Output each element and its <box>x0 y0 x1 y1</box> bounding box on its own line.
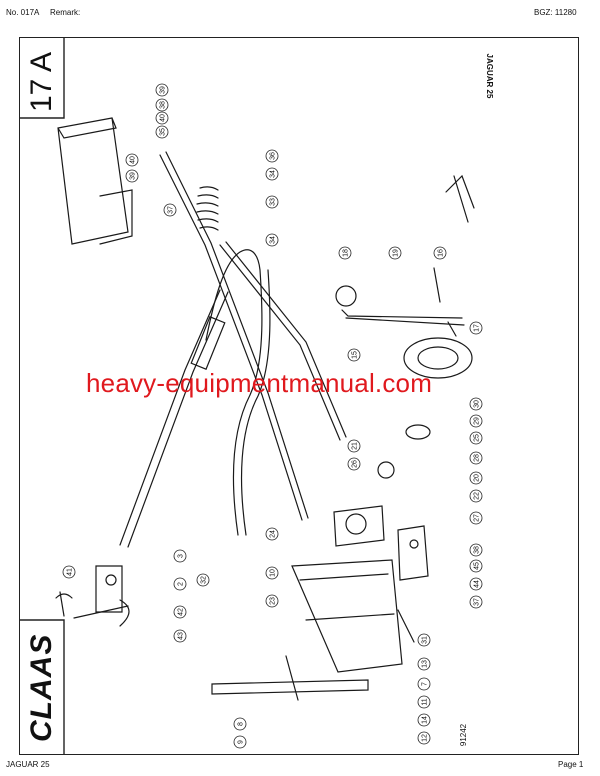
callout-12: 12 <box>422 734 429 742</box>
brand-logo: CLAAS <box>25 633 58 742</box>
callout-24: 24 <box>270 530 277 538</box>
callout-29: 29 <box>474 417 481 425</box>
callout-34a: 34 <box>270 170 277 178</box>
callout-21: 21 <box>352 442 359 450</box>
callout-38b: 38 <box>474 546 481 554</box>
watermark: heavy-equipmentmanual.com <box>86 368 433 398</box>
callout-22: 22 <box>474 492 481 500</box>
callout-43: 43 <box>178 632 185 640</box>
callout-16: 16 <box>438 249 445 257</box>
callout-10: 10 <box>270 569 277 577</box>
model-label: JAGUAR 25 <box>485 53 494 99</box>
callout-19: 19 <box>393 249 400 257</box>
callout-9: 9 <box>238 740 245 744</box>
section-label: 17 A <box>25 51 58 113</box>
callout-38a: 38 <box>160 101 167 109</box>
callout-13: 13 <box>422 660 429 668</box>
callout-40a: 40 <box>160 114 167 122</box>
callout-7: 7 <box>422 682 429 686</box>
callout-20: 20 <box>474 474 481 482</box>
callout-35: 35 <box>160 128 167 136</box>
remark-label: Remark: <box>50 8 81 17</box>
callout-45: 45 <box>474 562 481 570</box>
callout-3: 3 <box>178 554 185 558</box>
callout-32: 32 <box>201 576 208 584</box>
callout-37a: 37 <box>168 206 175 214</box>
drawing-frame <box>19 37 579 755</box>
callout-36: 36 <box>270 152 277 160</box>
callout-41: 41 <box>67 568 74 576</box>
callout-23: 23 <box>270 597 277 605</box>
callout-8: 8 <box>238 722 245 726</box>
callout-18: 18 <box>343 249 350 257</box>
bgz-number: BGZ: 11280 <box>534 8 577 17</box>
callout-30: 30 <box>474 400 481 408</box>
callout-17: 17 <box>474 324 481 332</box>
callout-15: 15 <box>352 351 359 359</box>
callout-39a: 39 <box>160 86 167 94</box>
callout-40b: 40 <box>130 156 137 164</box>
callout-2: 2 <box>178 582 185 586</box>
callout-28: 28 <box>474 454 481 462</box>
callout-44: 44 <box>474 580 481 588</box>
callout-26: 26 <box>352 460 359 468</box>
callout-39b: 39 <box>130 172 137 180</box>
callout-25: 25 <box>474 434 481 442</box>
doc-number: No. 017A <box>6 8 40 17</box>
callout-11: 11 <box>422 698 429 705</box>
drawing-number: 91242 <box>459 723 468 747</box>
callout-34b: 34 <box>270 236 277 244</box>
callout-31: 31 <box>422 636 429 644</box>
callout-37b: 37 <box>474 598 481 606</box>
callout-42: 42 <box>178 608 185 616</box>
footer-model: JAGUAR 25 <box>6 760 50 769</box>
callout-33: 33 <box>270 198 277 206</box>
footer-page: Page 1 <box>558 760 584 769</box>
callout-27: 27 <box>474 514 481 522</box>
callout-14: 14 <box>422 716 429 724</box>
